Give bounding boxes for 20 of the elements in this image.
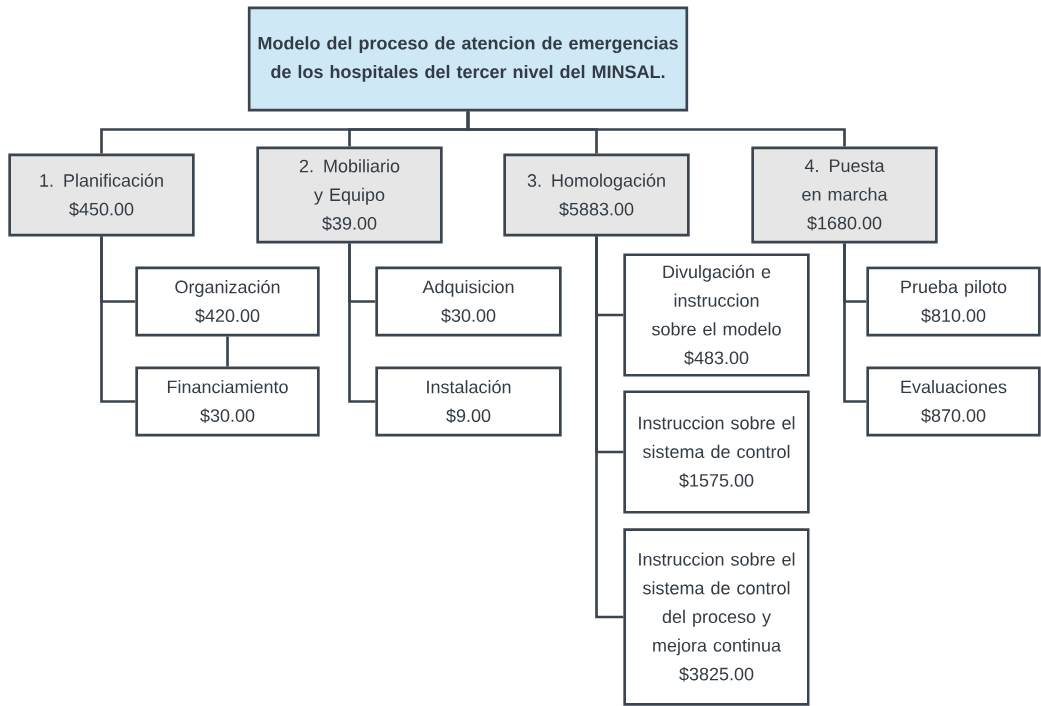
task-box: Instruccion sobre el sistema de control del proceso y mejora continua $3825.00 — [623, 528, 810, 706]
task-box: Prueba piloto $810.00 — [866, 266, 1041, 337]
task-box: Organización $420.00 — [135, 266, 320, 337]
connector-line — [843, 243, 867, 403]
category-box: 3. Homologación $5883.00 — [503, 153, 690, 237]
connector-line — [100, 236, 136, 403]
connector-line — [466, 111, 846, 147]
category-box: 2. Mobiliario y Equipo $39.00 — [256, 146, 443, 244]
category-box: 4. Puesta en marcha $1680.00 — [751, 146, 938, 244]
task-box: Instalación $9.00 — [375, 366, 562, 437]
task-box: Divulgación e instruccion sobre el modelo $483.00 — [623, 253, 810, 377]
connector-line — [348, 243, 376, 403]
task-box: Instruccion sobre el sistema de control $1575.00 — [623, 390, 810, 514]
connector-line — [226, 336, 229, 367]
title-box: Modelo del proceso de atencion de emergencias de los hospitales del tercer nivel del MINSAL. — [247, 6, 689, 112]
task-box: Evaluaciones $870.00 — [866, 366, 1041, 437]
task-box: Financiamiento $30.00 — [135, 366, 320, 437]
task-box: Adquisicion $30.00 — [375, 266, 562, 337]
category-box: 1. Planificación $450.00 — [8, 153, 195, 237]
connector-line — [595, 236, 624, 619]
